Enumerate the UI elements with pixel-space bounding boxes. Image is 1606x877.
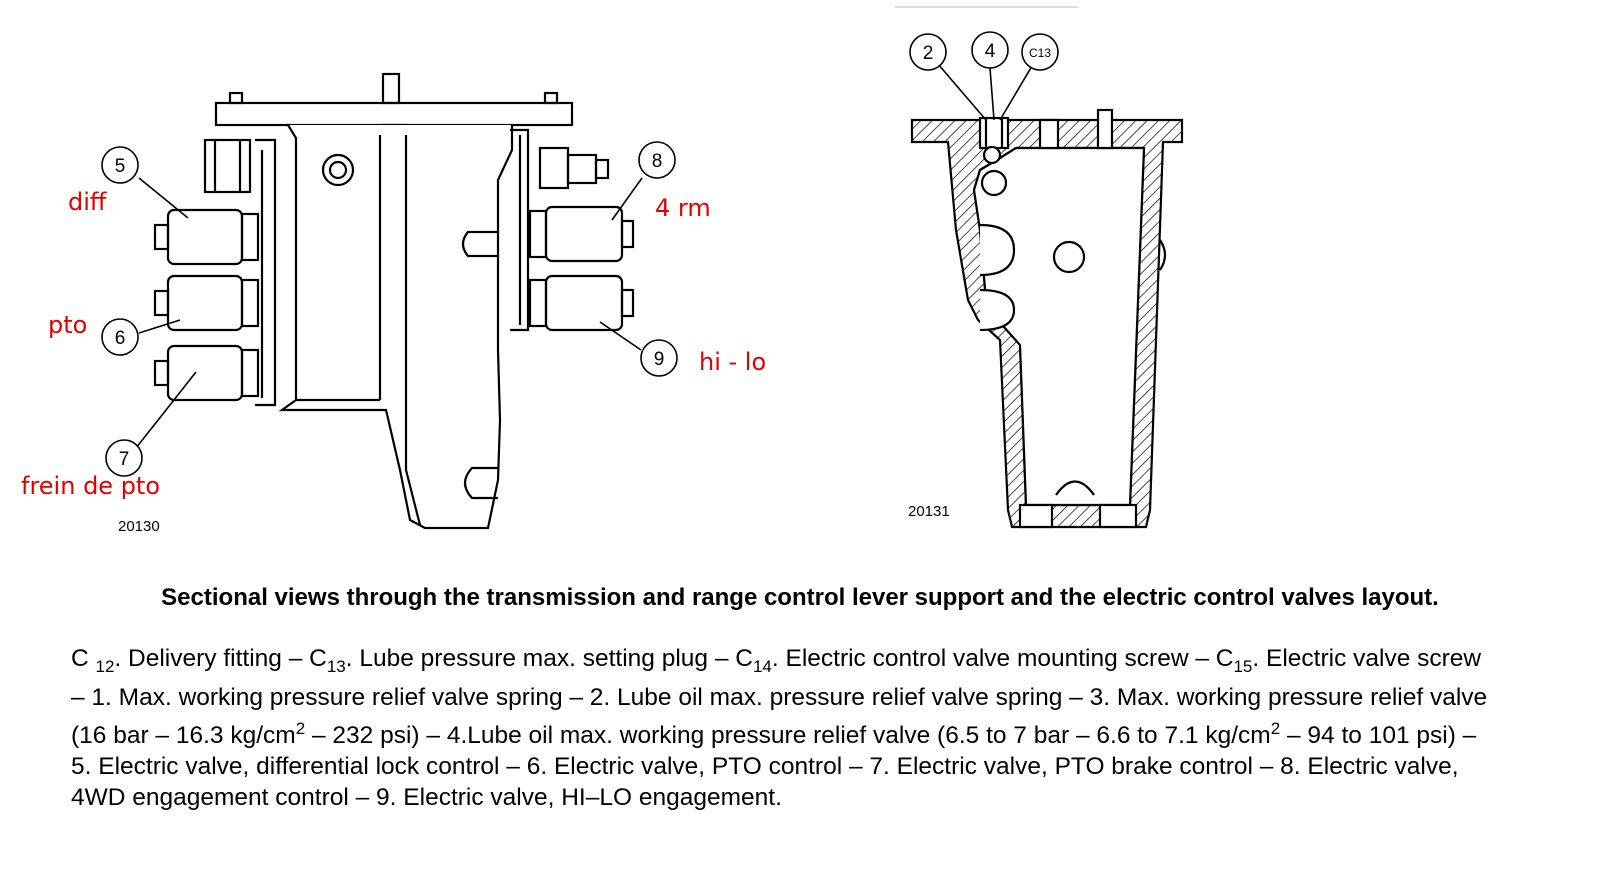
legend-c13-text: . Lube pressure max. setting plug – C <box>345 645 753 672</box>
right-section-drawing <box>910 108 1184 529</box>
svg-text:7: 7 <box>119 449 130 470</box>
legend-unit-sup-2: 2 <box>1270 718 1281 738</box>
legend-c15-sub: 15 <box>1233 656 1253 676</box>
callout-4: 4 <box>971 31 1009 69</box>
svg-text:2: 2 <box>923 43 934 64</box>
legend-c13-sub: 13 <box>326 656 346 676</box>
callout-2: 2 <box>909 33 947 71</box>
right-leader-lines <box>937 63 1033 121</box>
figure-id-left: 20130 <box>118 518 160 535</box>
legend-text-3: – 94 to 101 psi) – 5. Electric valve, di… <box>71 722 1477 812</box>
label-4-rm: 4 rm <box>655 194 711 222</box>
figure-caption-title: Sectional views through the transmission… <box>161 584 1439 611</box>
svg-text:9: 9 <box>654 349 665 370</box>
label-diff: diff <box>68 188 107 216</box>
svg-text:6: 6 <box>115 328 126 349</box>
callout-8: 8 <box>638 141 676 179</box>
left-support-drawing <box>153 72 635 530</box>
callout-c13: C13 <box>1021 33 1059 71</box>
legend-c14-sub: 14 <box>752 656 772 676</box>
sectional-views-diagram: 5 diff 6 pto 7 frein de pto 8 4 rm 9 hi … <box>21 6 1184 535</box>
svg-text:5: 5 <box>115 156 126 177</box>
legend-unit-sup-1: 2 <box>295 718 306 738</box>
svg-text:8: 8 <box>652 151 663 172</box>
label-frein-de-pto: frein de pto <box>21 472 160 500</box>
figure-id-right: 20131 <box>908 503 950 520</box>
callout-9: 9 <box>640 339 678 377</box>
label-pto: pto <box>48 311 87 339</box>
legend-c14-text: . Electric control valve mounting screw … <box>771 645 1234 672</box>
callout-5: 5 <box>101 146 139 184</box>
callout-7: 7 <box>105 439 143 477</box>
left-leader-lines <box>135 177 643 449</box>
legend-c12-prefix: C <box>71 645 96 672</box>
svg-text:4: 4 <box>985 41 996 62</box>
figure-legend: C 12. Delivery fitting – C13. Lube press… <box>71 643 1501 813</box>
legend-c12-text: . Delivery fitting – C <box>114 645 327 672</box>
callout-6: 6 <box>101 318 139 356</box>
label-hi-lo: hi - lo <box>699 348 766 376</box>
legend-c12-sub: 12 <box>95 656 115 676</box>
svg-text:C13: C13 <box>1029 46 1051 60</box>
legend-c15-text: . Electric valve screw – 1. Max. working… <box>71 645 1488 750</box>
legend-text-2: – 232 psi) – 4.Lube oil max. working pre… <box>305 722 1271 750</box>
